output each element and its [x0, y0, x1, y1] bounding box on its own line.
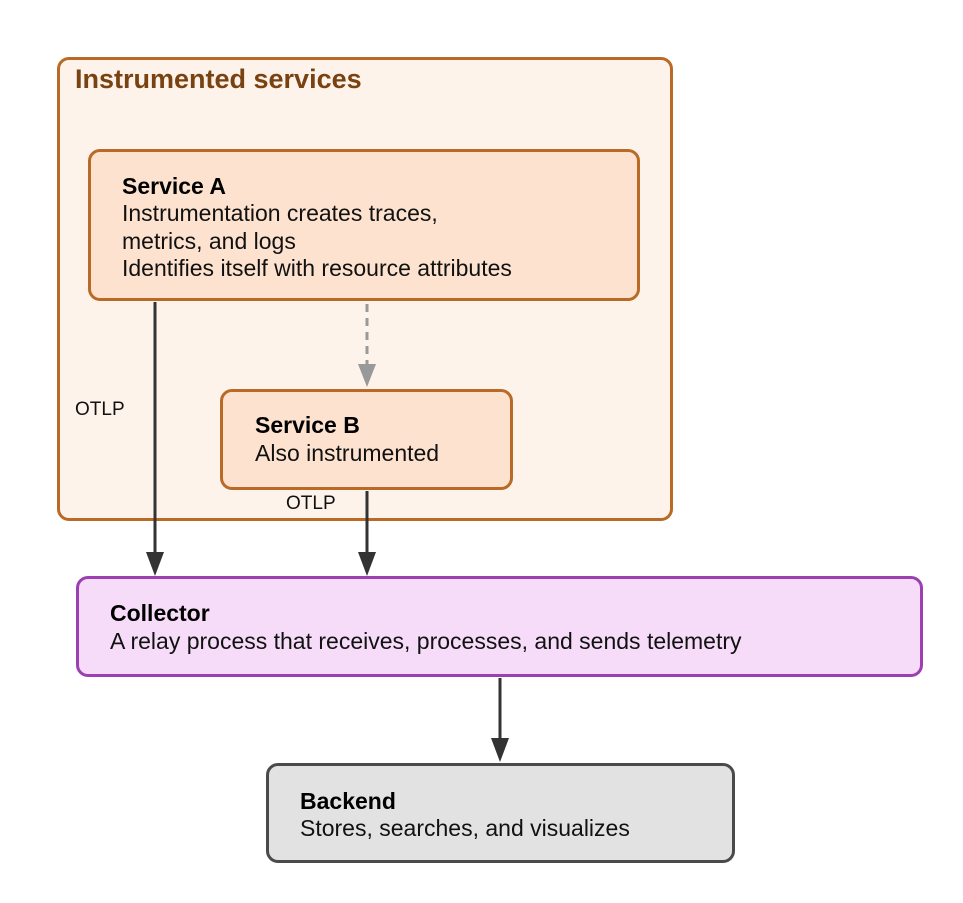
service-b-desc: Also instrumented [255, 440, 440, 466]
edge-collector-to-backend-arrowhead [491, 738, 509, 762]
service-b-node [220, 389, 513, 490]
edge-b-to-collector-arrowhead [358, 552, 376, 576]
group-title: Instrumented services [75, 64, 362, 94]
edge-a-to-b-arrowhead [358, 364, 376, 387]
service-a-desc-line-2: metrics, and logs [122, 228, 296, 254]
collector-desc: A relay process that receives, processes… [110, 628, 742, 654]
backend-desc: Stores, searches, and visualizes [300, 815, 630, 841]
service-a-desc-line-3: Identifies itself with resource attribut… [122, 255, 512, 281]
service-a-title: Service A [122, 173, 226, 199]
edge-label-otlp-b: OTLP [286, 493, 336, 514]
edge-label-otlp-a: OTLP [75, 399, 125, 420]
backend-title: Backend [300, 788, 396, 814]
edge-a-to-collector-arrowhead [146, 552, 164, 576]
service-a-node [88, 149, 640, 301]
service-a-desc-line-1: Instrumentation creates traces, [122, 200, 438, 226]
backend-node [266, 763, 735, 863]
service-b-title: Service B [255, 412, 360, 438]
collector-node [76, 576, 923, 677]
collector-title: Collector [110, 600, 210, 626]
